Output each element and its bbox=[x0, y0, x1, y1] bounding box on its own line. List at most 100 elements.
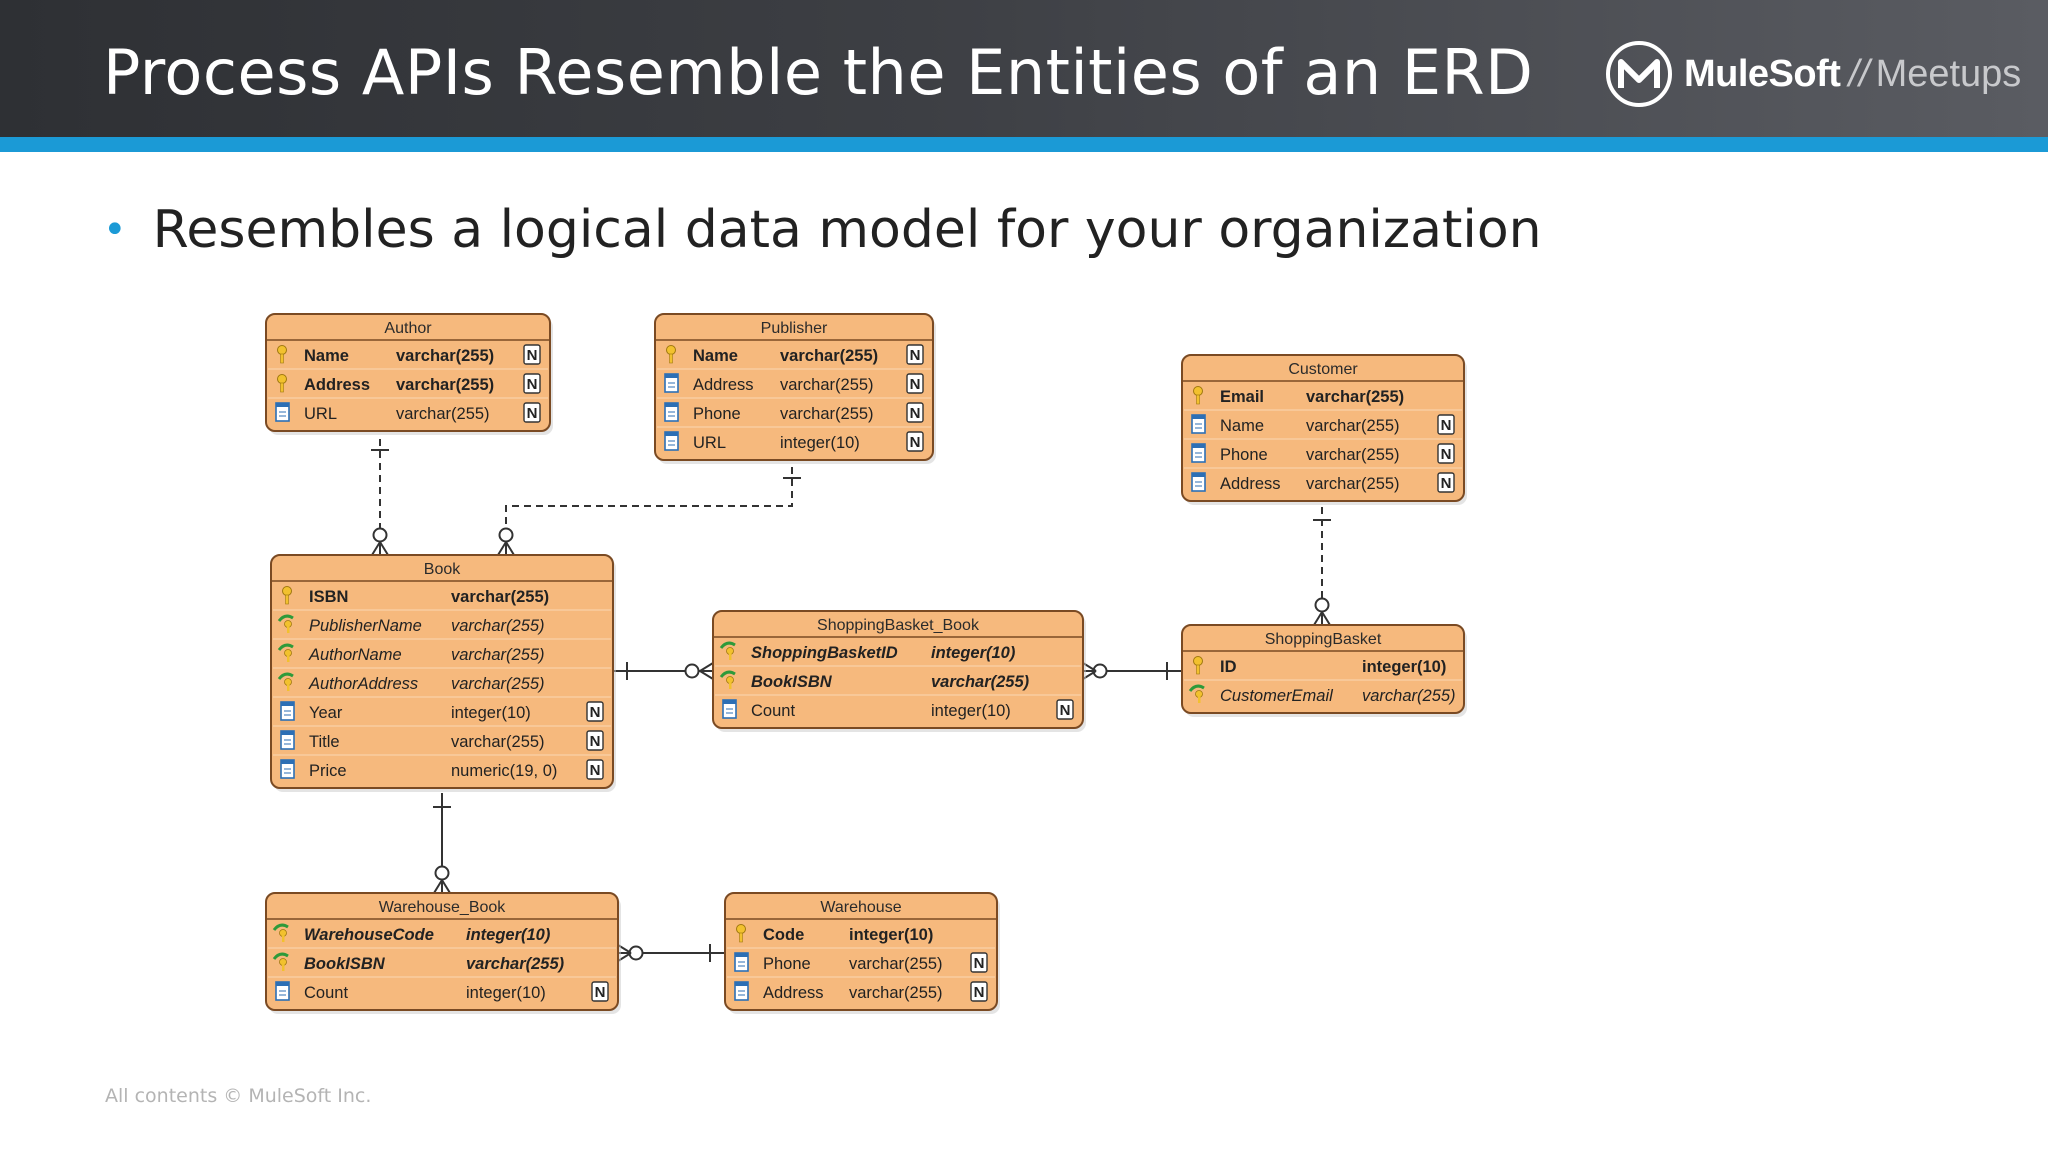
slide-title: Process APIs Resemble the Entities of an… bbox=[103, 36, 1534, 109]
column-icon bbox=[734, 981, 749, 1001]
cardinality-zero-mark bbox=[1314, 597, 1330, 613]
primary-foreign-key-icon bbox=[719, 641, 736, 660]
column-type: varchar(255) bbox=[396, 376, 494, 394]
column-icon bbox=[734, 952, 749, 972]
column-type: integer(10) bbox=[849, 926, 933, 944]
entity-shadow bbox=[658, 318, 936, 464]
foreign-key-icon bbox=[277, 672, 294, 691]
entity-shadow bbox=[269, 897, 621, 1014]
cardinality-many-mark bbox=[699, 662, 714, 680]
column-name: WarehouseCode bbox=[304, 926, 434, 944]
cardinality-many-mark bbox=[1313, 611, 1331, 626]
nullable-icon: N bbox=[586, 701, 604, 722]
column-type: varchar(255) bbox=[780, 376, 874, 394]
column-name: BookISBN bbox=[751, 673, 833, 691]
column-name: Count bbox=[751, 702, 795, 720]
entity-shadow bbox=[1185, 629, 1467, 717]
column-name: Price bbox=[309, 762, 347, 780]
nullable-icon: N bbox=[586, 730, 604, 751]
column-type: integer(10) bbox=[466, 926, 551, 944]
primary-key-icon bbox=[1193, 386, 1203, 405]
primary-key-icon bbox=[1193, 656, 1203, 675]
column-type: varchar(255) bbox=[451, 733, 545, 751]
svg-text:N: N bbox=[595, 984, 606, 1001]
entity-title: Warehouse_Book bbox=[379, 899, 507, 916]
nullable-icon: N bbox=[906, 373, 924, 394]
column-name: Address bbox=[693, 376, 754, 394]
column-icon bbox=[280, 730, 295, 750]
cardinality-zero-mark bbox=[372, 527, 388, 543]
column-type: varchar(255) bbox=[849, 955, 943, 973]
entity-title: Customer bbox=[1288, 361, 1358, 378]
entity-shadow bbox=[1185, 359, 1467, 505]
column-name: Address bbox=[1220, 475, 1281, 493]
nullable-icon: N bbox=[586, 759, 604, 780]
header-accent-bar bbox=[0, 137, 2048, 152]
column-name: ISBN bbox=[309, 588, 348, 606]
svg-text:N: N bbox=[527, 376, 538, 393]
footer-copyright: All contents © MuleSoft Inc. bbox=[105, 1085, 372, 1107]
nullable-icon: N bbox=[523, 373, 541, 394]
column-name: Address bbox=[304, 376, 370, 394]
column-name: URL bbox=[304, 405, 337, 423]
nullable-icon: N bbox=[970, 981, 988, 1002]
entity-box bbox=[1181, 624, 1465, 714]
entity-shadow bbox=[716, 615, 1086, 732]
column-name: Count bbox=[304, 984, 348, 1002]
entity-title: ShoppingBasket bbox=[1265, 631, 1382, 648]
mulesoft-m-icon bbox=[1606, 41, 1672, 107]
column-icon bbox=[664, 373, 679, 393]
bullet-dot: • bbox=[103, 207, 127, 253]
column-type: varchar(255) bbox=[849, 984, 943, 1002]
nullable-icon: N bbox=[970, 952, 988, 973]
column-type: varchar(255) bbox=[780, 405, 874, 423]
svg-text:N: N bbox=[1441, 475, 1452, 492]
nullable-icon: N bbox=[1437, 472, 1455, 493]
column-type: varchar(255) bbox=[1306, 388, 1404, 406]
column-type: integer(10) bbox=[451, 704, 531, 722]
column-name: PublisherName bbox=[309, 617, 422, 635]
column-type: varchar(255) bbox=[451, 646, 545, 664]
svg-text:N: N bbox=[1441, 446, 1452, 463]
svg-text:N: N bbox=[527, 405, 538, 422]
bullet-text: Resembles a logical data model for your … bbox=[152, 200, 1542, 260]
column-icon bbox=[280, 701, 295, 721]
column-name: Title bbox=[309, 733, 340, 751]
entity-title: Publisher bbox=[761, 320, 828, 337]
column-type: varchar(255) bbox=[1306, 446, 1400, 464]
primary-key-icon bbox=[736, 924, 746, 943]
entity-box bbox=[265, 892, 619, 1011]
entity-box bbox=[654, 313, 934, 461]
svg-text:N: N bbox=[1441, 417, 1452, 434]
cardinality-many-mark bbox=[497, 541, 515, 556]
column-type: varchar(255) bbox=[780, 347, 878, 365]
column-type: integer(10) bbox=[1362, 658, 1446, 676]
column-name: ID bbox=[1220, 658, 1237, 676]
cardinality-many-mark bbox=[1082, 662, 1097, 680]
cardinality-many-mark bbox=[617, 944, 632, 962]
cardinality-many-mark bbox=[433, 879, 451, 894]
svg-text:N: N bbox=[910, 376, 921, 393]
foreign-key-icon bbox=[1188, 684, 1205, 703]
column-name: Code bbox=[763, 926, 804, 944]
column-icon bbox=[1191, 472, 1206, 492]
column-name: AuthorAddress bbox=[308, 675, 418, 693]
primary-foreign-key-icon bbox=[272, 923, 289, 942]
slide-header bbox=[0, 0, 2048, 137]
svg-text:N: N bbox=[910, 347, 921, 364]
column-type: varchar(255) bbox=[396, 347, 494, 365]
column-name: CustomerEmail bbox=[1220, 687, 1334, 705]
column-type: integer(10) bbox=[931, 644, 1016, 662]
primary-key-icon bbox=[666, 345, 676, 364]
entity-box bbox=[265, 313, 551, 432]
column-type: varchar(255) bbox=[451, 617, 545, 635]
svg-text:N: N bbox=[910, 434, 921, 451]
nullable-icon: N bbox=[906, 402, 924, 423]
